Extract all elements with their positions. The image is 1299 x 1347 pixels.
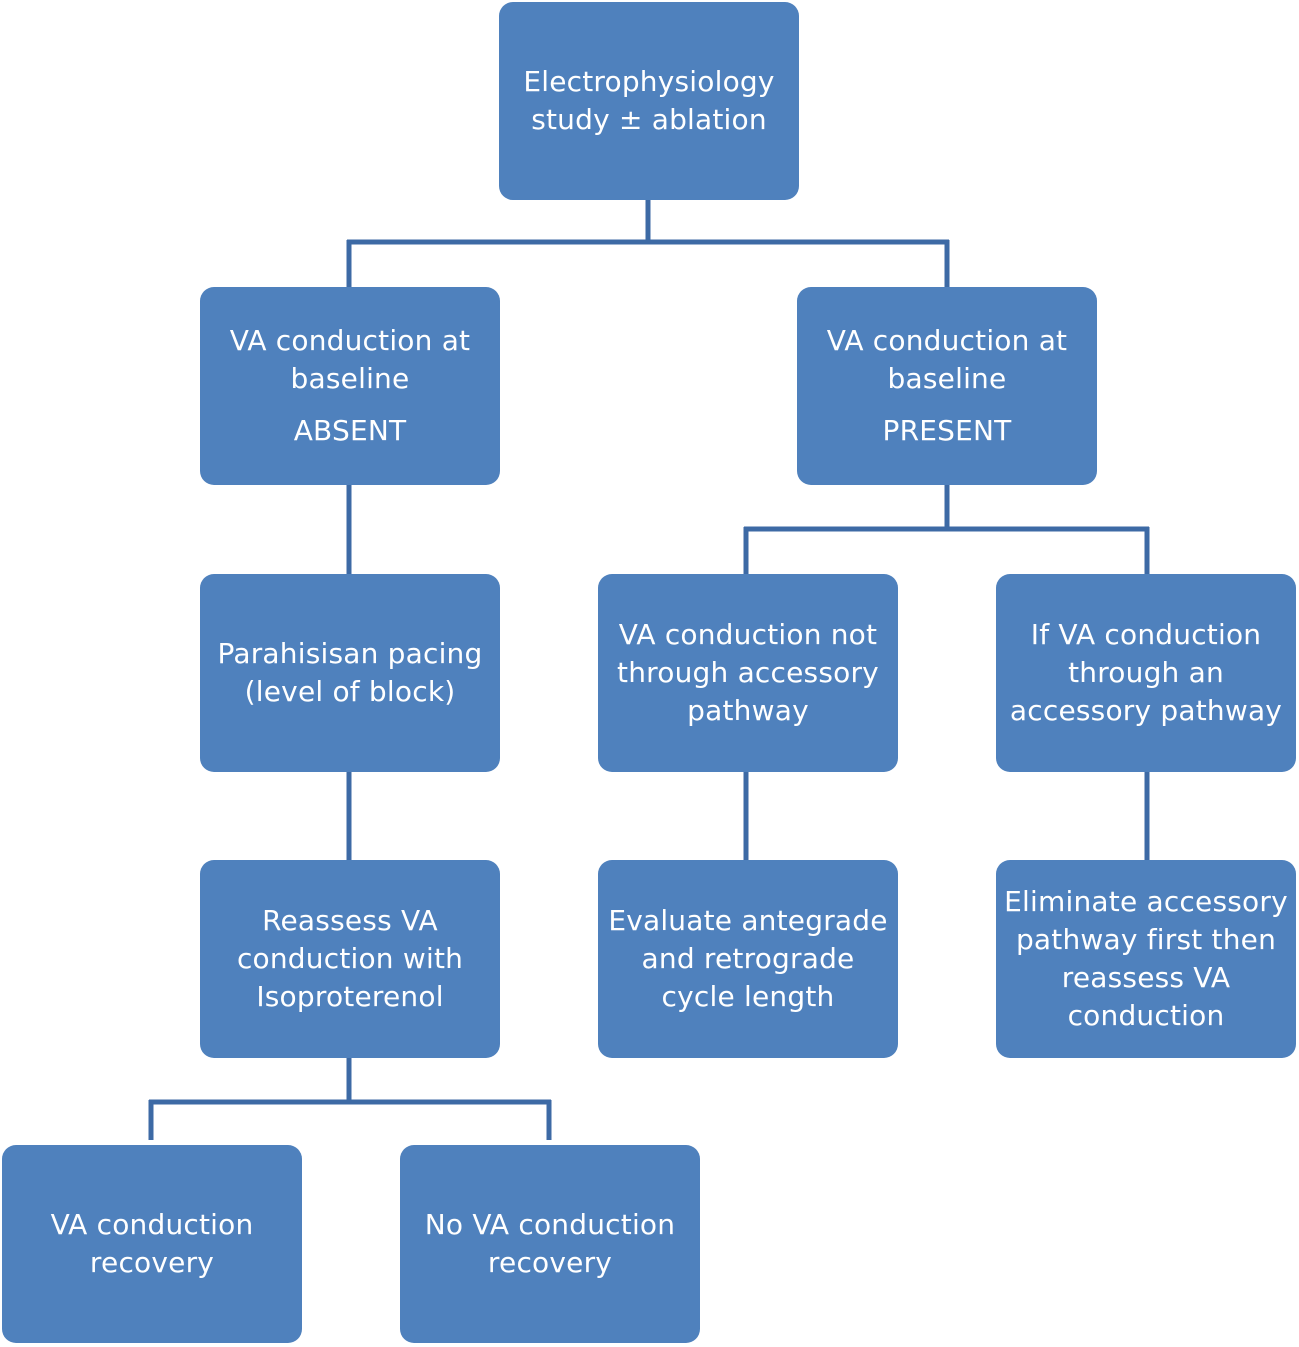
node-reassess-line3: Isoproterenol bbox=[256, 980, 444, 1013]
node-not-accessory-line1: VA conduction not bbox=[618, 618, 878, 651]
node-evaluate-cycle-length: Evaluate antegrade and retrograde cycle … bbox=[598, 860, 898, 1058]
node-parahisian-line2: (level of block) bbox=[244, 675, 456, 708]
node-va-present-line2: baseline bbox=[887, 362, 1007, 395]
node-va-recovery-line2: recovery bbox=[89, 1246, 215, 1279]
node-no-va-recovery: No VA conduction recovery bbox=[400, 1145, 700, 1343]
node-accessory: If VA conduction through an accessory pa… bbox=[996, 574, 1296, 772]
node-accessory-line1: If VA conduction bbox=[1030, 618, 1262, 651]
node-eliminate-accessory: Eliminate accessory pathway first then r… bbox=[996, 860, 1296, 1058]
node-not-accessory: VA conduction not through accessory path… bbox=[598, 574, 898, 772]
node-evaluate-line2: and retrograde bbox=[641, 942, 855, 975]
node-va-absent: VA conduction at baseline ABSENT bbox=[200, 287, 500, 485]
node-not-accessory-line2: through accessory bbox=[617, 656, 879, 689]
node-no-va-recovery-line1: No VA conduction bbox=[424, 1208, 676, 1241]
node-no-va-recovery-line2: recovery bbox=[487, 1246, 613, 1279]
node-va-recovery-line1: VA conduction bbox=[50, 1208, 254, 1241]
node-va-absent-status: ABSENT bbox=[293, 414, 407, 447]
node-evaluate-line1: Evaluate antegrade bbox=[608, 904, 888, 937]
node-ep-study-line1: Electrophysiology bbox=[523, 65, 775, 98]
node-ep-study-line2: study ± ablation bbox=[531, 103, 767, 136]
node-parahisian-pacing: Parahisisan pacing (level of block) bbox=[200, 574, 500, 772]
node-parahisian-line1: Parahisisan pacing bbox=[217, 637, 483, 670]
node-va-present: VA conduction at baseline PRESENT bbox=[797, 287, 1097, 485]
node-eliminate-line2: pathway first then bbox=[1015, 923, 1277, 956]
node-eliminate-line1: Eliminate accessory bbox=[1004, 885, 1288, 918]
node-accessory-line3: accessory pathway bbox=[1009, 694, 1283, 727]
node-reassess-line2: conduction with bbox=[236, 942, 464, 975]
node-reassess-isoproterenol: Reassess VA conduction with Isoprotereno… bbox=[200, 860, 500, 1058]
node-va-present-status: PRESENT bbox=[882, 414, 1012, 447]
node-va-present-line1: VA conduction at bbox=[826, 324, 1068, 357]
node-evaluate-line3: cycle length bbox=[661, 980, 835, 1013]
node-eliminate-line4: conduction bbox=[1067, 999, 1225, 1032]
node-va-recovery: VA conduction recovery bbox=[2, 1145, 302, 1343]
node-va-absent-line2: baseline bbox=[290, 362, 410, 395]
node-accessory-line2: through an bbox=[1068, 656, 1224, 689]
node-ep-study: Electrophysiology study ± ablation bbox=[499, 2, 799, 200]
node-va-absent-line1: VA conduction at bbox=[229, 324, 471, 357]
node-not-accessory-line3: pathway bbox=[687, 694, 809, 727]
node-eliminate-line3: reassess VA bbox=[1061, 961, 1231, 994]
node-reassess-line1: Reassess VA bbox=[262, 904, 438, 937]
